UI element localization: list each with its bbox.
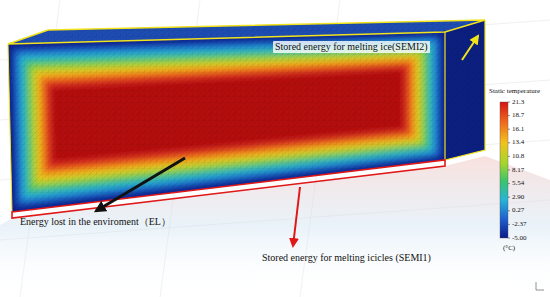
colorbar-tick [508, 210, 510, 211]
temperature-field [8, 32, 445, 212]
colorbar-tick [508, 156, 510, 157]
ice-energy-arrow [462, 36, 478, 60]
lost-energy-arrow [96, 158, 185, 211]
right-edge-outline [445, 20, 485, 160]
colorbar-value: 10.8 [512, 152, 524, 160]
colorbar-tick [508, 115, 510, 116]
colorbar-title: Static temperature [489, 87, 540, 95]
axis-triad [536, 282, 544, 290]
colorbar-value: -2.37 [512, 220, 527, 228]
field-layer [8, 32, 445, 212]
colorbar [500, 102, 508, 238]
mesh-right [445, 20, 485, 160]
energy-label: Energy lost in the enviroment（EL） [20, 216, 171, 228]
field-base [8, 32, 445, 212]
energy-label: Stored energy for melting icicles (SEMI1… [262, 252, 431, 264]
front-edge-outline [8, 44, 12, 212]
colorbar-value: 18.7 [512, 111, 524, 119]
colorbar-tick [508, 142, 510, 143]
colorbar-ticks [508, 102, 510, 238]
mesh-front [8, 32, 445, 212]
colorbar-tick [508, 183, 510, 184]
icicle-energy-arrow [293, 187, 300, 246]
right-face [445, 20, 485, 160]
colorbar-tick [508, 102, 510, 103]
colorbar-tick [508, 238, 510, 239]
colorbar-tick [508, 197, 510, 198]
colorbar-value: 8.17 [512, 166, 524, 174]
colorbar-value: 16.1 [512, 125, 524, 133]
colorbar-value: 13.4 [512, 138, 524, 146]
field-layers [8, 32, 445, 212]
energy-label: Stored energy for melting ice(SEMI2) [273, 41, 430, 53]
colorbar-value: 21.3 [512, 98, 524, 106]
colorbar-value: 5.54 [512, 179, 524, 187]
colorbar-tick [508, 170, 510, 171]
colorbar-value: -5.00 [512, 234, 527, 242]
colorbar-tick [508, 129, 510, 130]
unit-label: (°C) [503, 244, 515, 252]
colorbar-tick [508, 224, 510, 225]
colorbar-value: 2.90 [512, 193, 524, 201]
bottom-face-outline [12, 160, 445, 218]
colorbar-value: 0.27 [512, 206, 524, 214]
